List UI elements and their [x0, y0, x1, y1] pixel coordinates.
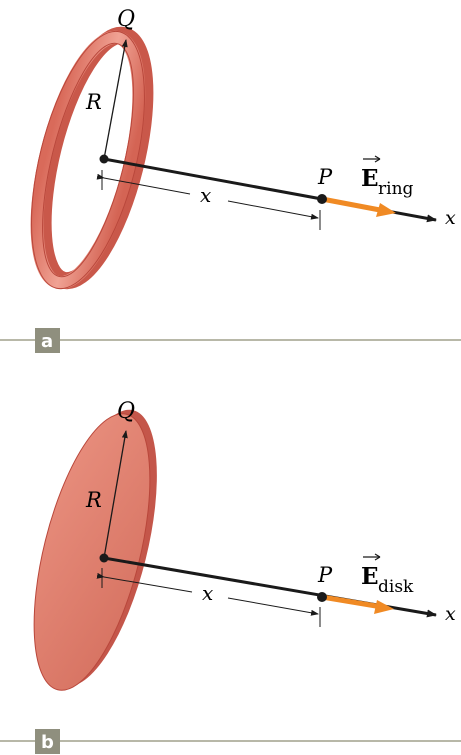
panel-tag-b-bg: [35, 729, 60, 754]
svg-text:disk: disk: [378, 577, 414, 597]
axis-label: x: [445, 207, 456, 229]
field-arrow-head: [374, 600, 394, 614]
svg-text:E: E: [361, 165, 379, 192]
field-arrow: [321, 196, 381, 213]
charge-label: Q: [117, 399, 135, 424]
panel-tag-a-bg: [35, 328, 60, 353]
svg-text:E: E: [361, 563, 379, 590]
disk: [33, 409, 157, 691]
radius-label: R: [85, 488, 102, 512]
point-p-dot: [317, 194, 327, 204]
point-p-dot: [317, 592, 327, 602]
field-arrow: [321, 594, 377, 609]
panel-tag-b: b: [41, 732, 54, 753]
ring-center-dot: [99, 154, 109, 164]
field-label: E ring: [361, 155, 414, 199]
radius-arrow: [103, 39, 128, 160]
distance-dimension: [96, 170, 321, 230]
disk-center-dot: [99, 553, 109, 563]
point-label: P: [317, 563, 333, 587]
axis-label: x: [445, 603, 456, 625]
panel-tag-a: a: [41, 331, 53, 352]
distance-label: x: [202, 581, 213, 605]
panel-b: Q R x P E disk x b: [0, 399, 461, 754]
radius-label: R: [85, 90, 102, 114]
charge-label: Q: [117, 7, 135, 32]
ring: [30, 26, 154, 290]
point-label: P: [317, 165, 333, 189]
radius-arrow: [103, 430, 128, 559]
distance-label: x: [200, 183, 211, 207]
panel-a: Q R x P E ring x a: [0, 7, 461, 353]
field-label: E disk: [361, 553, 414, 597]
field-arrow-head: [376, 203, 396, 217]
distance-dimension: [96, 568, 321, 627]
svg-text:ring: ring: [378, 179, 414, 199]
